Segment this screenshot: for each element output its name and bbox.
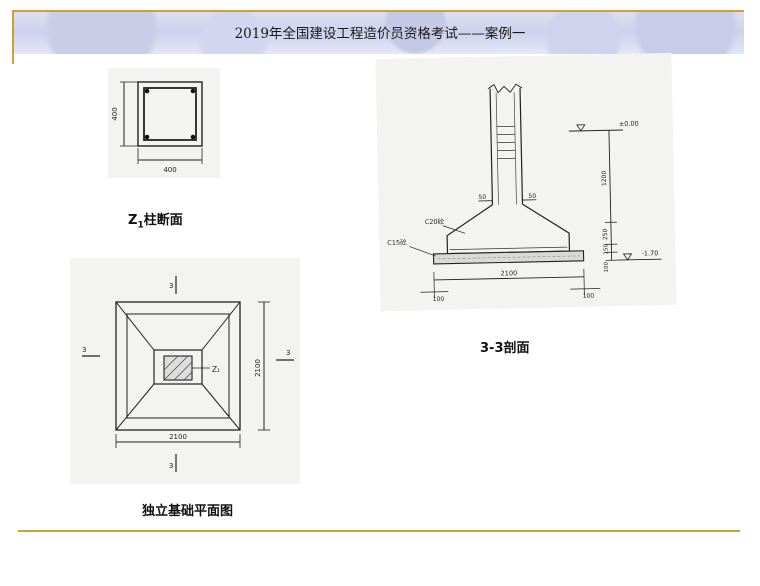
- foundation-plan-caption: 独立基础平面图: [142, 504, 234, 519]
- depth-100-dim: 100: [604, 262, 610, 273]
- right-offset-dim: 100: [583, 293, 595, 300]
- plan-height-dim: 2100: [254, 359, 262, 377]
- column-section-drawing: 400 400: [108, 68, 220, 178]
- neck-dim-left: 50: [478, 194, 486, 201]
- base-width-dim: 2100: [501, 269, 518, 277]
- depth-250-dim: 250: [602, 228, 609, 240]
- foundation-plan-drawing: Z₁ 3 3 3 3 2100 2100: [70, 258, 300, 484]
- column-height-dim: 400: [111, 107, 119, 120]
- section-3-3-caption: 3-3剖面: [480, 341, 530, 356]
- depth-1200-dim: 1200: [601, 170, 608, 186]
- section-mark-left: 3: [82, 346, 86, 354]
- level-bottom: -1.70: [641, 249, 658, 257]
- section-mark-top: 3: [169, 282, 173, 290]
- top-rule: [14, 10, 744, 12]
- left-offset-dim: 100: [433, 296, 445, 303]
- column-label: Z₁: [212, 365, 220, 374]
- header-banner: [14, 10, 744, 54]
- plan-width-dim: 2100: [169, 433, 187, 441]
- page-title: 2019年全国建设工程造价员资格考试——案例一: [234, 26, 526, 42]
- section-mark-bottom: 3: [169, 462, 173, 470]
- bottom-rule: [18, 530, 740, 532]
- column-section-caption: Z1柱断面: [128, 213, 183, 231]
- c15-pad-label: C15砼: [387, 238, 407, 247]
- neck-dim-right: 50: [528, 193, 536, 200]
- level-top: ±0.00: [619, 120, 639, 128]
- column-width-dim: 400: [163, 166, 176, 174]
- c20-concrete-label: C20砼: [425, 217, 445, 226]
- depth-150-dim: 150: [603, 244, 609, 255]
- section-mark-right: 3: [286, 349, 290, 357]
- section-3-3-drawing: C20砼 C15砼 50 50 ±0.00 1200 250 150 100 -…: [375, 52, 677, 312]
- left-rule: [12, 10, 14, 64]
